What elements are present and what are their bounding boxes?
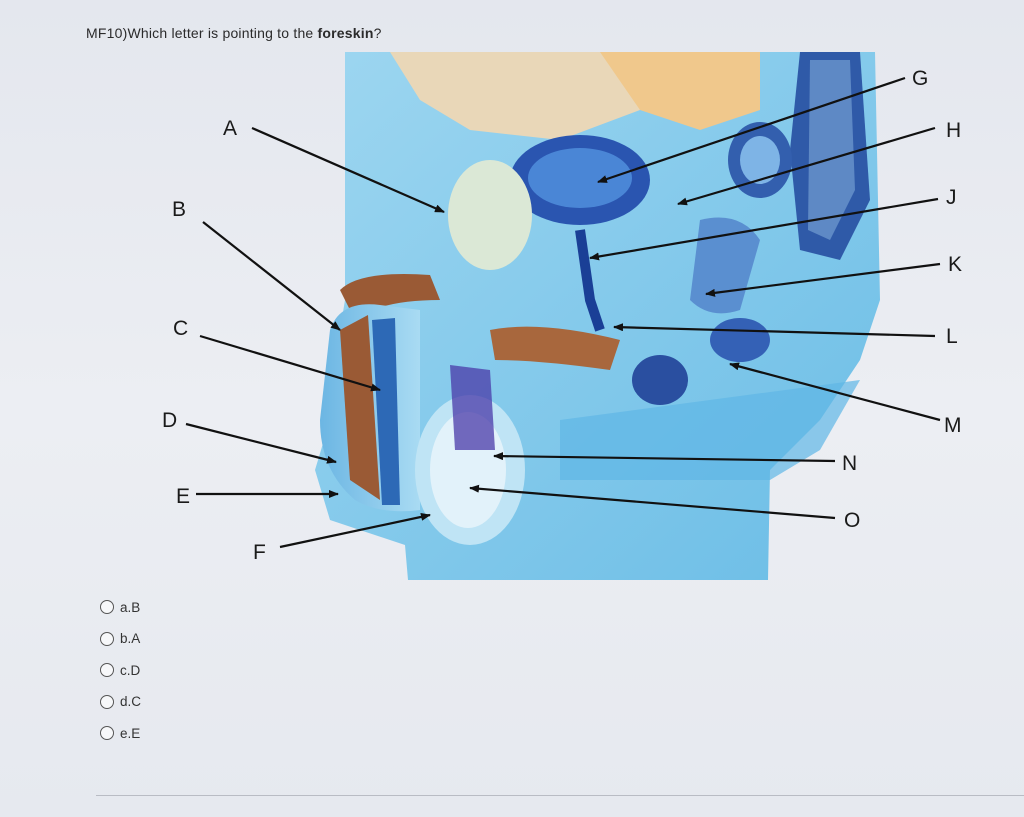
radio-button[interactable]: [100, 726, 114, 740]
arrow-A: [251, 126, 445, 214]
pointer-arrows: [185, 76, 941, 549]
divider-line: [96, 795, 1024, 796]
choice-c[interactable]: c.D: [100, 660, 141, 680]
arrow-G: [597, 76, 906, 184]
label-L: L: [946, 325, 958, 348]
choice-label: b.A: [120, 631, 141, 646]
choice-e[interactable]: e.E: [100, 723, 141, 743]
radio-button[interactable]: [100, 600, 114, 614]
question-keyword: foreskin: [317, 25, 374, 41]
label-K: K: [948, 253, 962, 276]
choice-label: a.B: [120, 599, 141, 615]
question-suffix: ?: [373, 25, 382, 41]
choice-label: e.E: [120, 725, 141, 741]
label-G: G: [912, 67, 928, 90]
label-M: M: [944, 414, 962, 437]
arrow-O: [469, 484, 836, 520]
label-A: A: [223, 117, 237, 140]
label-E: E: [176, 485, 190, 508]
answer-choices: a.B b.A c.D d.C e.E: [100, 597, 141, 755]
label-C: C: [173, 317, 188, 340]
choice-a[interactable]: a.B: [100, 597, 141, 617]
arrow-N: [493, 452, 836, 463]
question-text: MF10)Which letter is pointing to the for…: [86, 25, 382, 41]
arrow-D: [185, 422, 337, 464]
choice-label: c.D: [120, 662, 141, 678]
arrow-H: [677, 126, 936, 206]
arrow-K: [705, 262, 941, 297]
question-body: Which letter is pointing to the: [127, 25, 318, 41]
label-H: H: [946, 119, 961, 142]
arrow-L: [613, 323, 936, 338]
radio-button[interactable]: [100, 663, 114, 677]
label-O: O: [844, 509, 860, 532]
arrow-M: [729, 362, 941, 422]
label-D: D: [162, 409, 177, 432]
choice-b[interactable]: b.A: [100, 629, 141, 649]
arrow-B: [202, 221, 341, 331]
choice-d[interactable]: d.C: [100, 692, 141, 712]
arrow-F: [279, 512, 431, 549]
label-F: F: [253, 541, 266, 564]
choice-label: d.C: [120, 694, 142, 709]
radio-button[interactable]: [100, 694, 114, 709]
radio-button[interactable]: [100, 631, 114, 646]
label-J: J: [946, 186, 957, 209]
label-N: N: [842, 452, 857, 475]
arrow-J: [589, 197, 939, 261]
diagram-letter-labels: A B C D E F G H J K L M N O: [162, 67, 962, 564]
label-B: B: [172, 198, 186, 221]
question-number: MF10): [86, 25, 128, 41]
arrow-C: [199, 334, 381, 392]
anatomical-model-photo: [315, 52, 880, 580]
